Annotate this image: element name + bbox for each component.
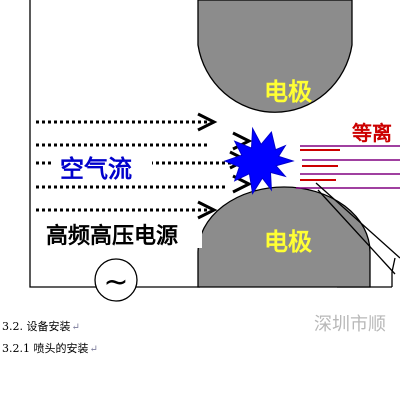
airflow-label-bg xyxy=(52,154,152,182)
plasma-label: 等离 xyxy=(352,121,392,145)
plasma-red-lines xyxy=(300,149,340,181)
ac-source-symbol xyxy=(94,258,138,302)
spark-icon xyxy=(223,126,295,195)
electrode-top-label: 电极 xyxy=(264,78,312,106)
arrowhead-1 xyxy=(197,112,218,132)
nozzle-edge xyxy=(391,257,396,287)
electrode-bottom xyxy=(197,186,371,288)
watermark: 深圳市顺 xyxy=(314,314,386,335)
heading-3-2: 3.2. 设备安装↵ xyxy=(2,318,80,334)
airflow-label: 空气流 xyxy=(60,155,132,183)
heading-3-2-text: 3.2. 设备安装 xyxy=(2,320,71,333)
power-label: 高频高压电源 xyxy=(46,223,178,249)
arrowhead-5 xyxy=(197,200,218,220)
ac-symbol: ~ xyxy=(103,265,128,300)
heading-3-2-1-text: 3.2.1 喷头的安装 xyxy=(2,342,89,355)
power-label-bg xyxy=(44,222,202,248)
nozzle-outline xyxy=(315,182,400,287)
nozzle-line-1 xyxy=(315,182,400,259)
return-mark-icon: ↵ xyxy=(89,344,98,355)
plasma-beams xyxy=(296,145,400,189)
electrode-bottom-label: 电极 xyxy=(264,228,312,256)
electrode-top xyxy=(197,0,353,113)
nozzle-line-2 xyxy=(317,189,396,275)
heading-3-2-1: 3.2.1 喷头的安装↵ xyxy=(2,340,98,356)
housing-outline xyxy=(29,0,200,288)
return-mark-icon: ↵ xyxy=(71,322,80,333)
